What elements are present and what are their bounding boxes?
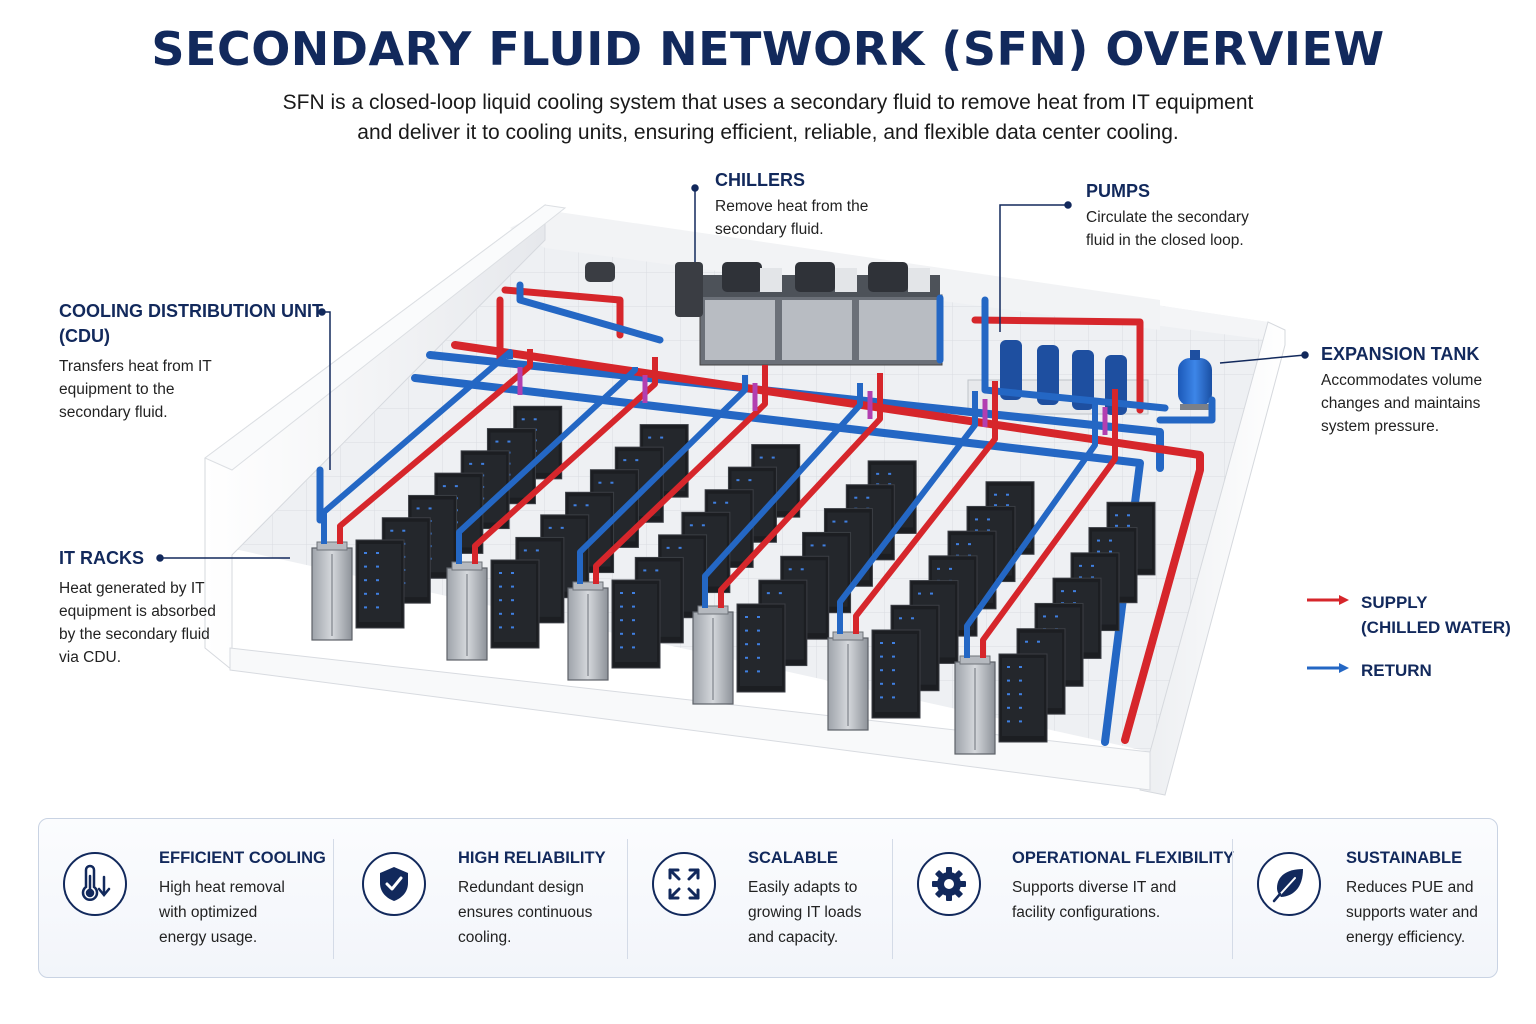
- feature-high-reliability: HIGH RELIABILITY Redundant design ensure…: [362, 819, 632, 979]
- feature-5-line-1: Reduces PUE and: [1346, 879, 1474, 896]
- callout-cdu-line-1: Transfers heat from IT: [59, 358, 212, 375]
- callout-expansion-line-2: changes and maintains: [1321, 395, 1481, 412]
- callout-chillers-desc: Remove heat from the secondary fluid.: [715, 195, 868, 241]
- feature-2-line-3: cooling.: [458, 929, 512, 946]
- feature-1-line-2: with optimized: [159, 904, 258, 921]
- callout-racks-line-1: Heat generated by IT: [59, 580, 205, 597]
- callout-it-racks: IT RACKS Heat generated by IT equipment …: [59, 546, 216, 669]
- rack-row: [311, 349, 563, 641]
- callout-racks-line-3: by the secondary fluid: [59, 626, 210, 643]
- feature-1-title: EFFICIENT COOLING: [159, 849, 326, 867]
- supply-arrow-icon: [1307, 595, 1349, 605]
- page-title: SECONDARY FLUID NETWORK (SFN) OVERVIEW: [151, 22, 1385, 76]
- callout-expansion-desc: Accommodates volume changes and maintain…: [1321, 369, 1482, 438]
- callout-racks-line-4: via CDU.: [59, 649, 122, 666]
- feature-divider: [333, 839, 334, 959]
- feature-operational-flexibility: OPERATIONAL FLEXIBILITY Supports diverse…: [917, 819, 1237, 979]
- pipe-network: [316, 281, 1216, 746]
- callout-racks-line-2: equipment is absorbed: [59, 603, 216, 620]
- thermometer-icon: [63, 852, 127, 916]
- legend-supply-line-1: SUPPLY: [1361, 593, 1428, 612]
- callout-cdu: COOLING DISTRIBUTION UNIT (CDU) Transfer…: [59, 299, 323, 424]
- callout-chillers-line-2: secondary fluid.: [715, 221, 824, 238]
- feature-3-line-3: and capacity.: [748, 929, 839, 946]
- callout-expansion-line-1: Accommodates volume: [1321, 372, 1483, 389]
- callout-chillers-line-1: Remove heat from the: [715, 198, 869, 215]
- feature-2-desc: Redundant design ensures continuous cool…: [458, 875, 592, 950]
- leaf-icon: [1257, 852, 1321, 916]
- feature-4-line-1: Supports diverse IT and: [1012, 879, 1177, 896]
- callout-chillers: CHILLERS Remove heat from the secondary …: [715, 168, 868, 241]
- feature-4-title: OPERATIONAL FLEXIBILITY: [1012, 849, 1235, 867]
- it-rack-rows: [311, 349, 1156, 755]
- callout-pumps-title: PUMPS: [1086, 181, 1151, 201]
- feature-1-line-1: High heat removal: [159, 879, 285, 896]
- callout-expansion-line-3: system pressure.: [1321, 418, 1440, 435]
- expand-arrows-icon: [652, 852, 716, 916]
- callout-chillers-title: CHILLERS: [715, 170, 805, 190]
- callout-cdu-title-2: (CDU): [59, 326, 110, 346]
- callout-cdu-desc: Transfers heat from IT equipment to the …: [59, 355, 323, 424]
- feature-1-line-3: energy usage.: [159, 929, 258, 946]
- callout-racks-desc: Heat generated by IT equipment is absorb…: [59, 577, 216, 669]
- feature-divider: [1232, 839, 1233, 959]
- callout-racks-title: IT RACKS: [59, 548, 144, 568]
- feature-1-desc: High heat removal with optimized energy …: [159, 875, 285, 950]
- feature-efficient-cooling: EFFICIENT COOLING High heat removal with…: [63, 819, 333, 979]
- feature-5-title: SUSTAINABLE: [1346, 849, 1463, 867]
- expansion-tank-graphic: [1178, 350, 1212, 410]
- feature-3-line-2: growing IT loads: [748, 904, 862, 921]
- feature-3-line-1: Easily adapts to: [748, 879, 858, 896]
- rack-row: [954, 389, 1156, 755]
- callout-pumps: PUMPS Circulate the secondary fluid in t…: [1086, 179, 1249, 252]
- feature-5-desc: Reduces PUE and supports water and energ…: [1346, 875, 1478, 950]
- feature-2-line-1: Redundant design: [458, 879, 584, 896]
- callout-leaders: [156, 184, 1309, 562]
- callout-cdu-line-3: secondary fluid.: [59, 404, 168, 421]
- feature-scalable: SCALABLE Easily adapts to growing IT loa…: [652, 819, 922, 979]
- feature-divider: [892, 839, 893, 959]
- feature-3-title: SCALABLE: [748, 849, 838, 867]
- feature-3-desc: Easily adapts to growing IT loads and ca…: [748, 875, 861, 950]
- legend-supply-line-2: (CHILLED WATER): [1361, 618, 1511, 637]
- callout-pumps-line-2: fluid in the closed loop.: [1086, 232, 1244, 249]
- callout-cdu-line-2: equipment to the: [59, 381, 175, 398]
- legend-supply-label: SUPPLY (CHILLED WATER): [1361, 590, 1536, 640]
- feature-5-line-3: energy efficiency.: [1346, 929, 1466, 946]
- feature-4-line-2: facility configurations.: [1012, 904, 1161, 921]
- feature-2-title: HIGH RELIABILITY: [458, 849, 606, 867]
- return-arrow-icon: [1307, 663, 1349, 673]
- gear-icon: [917, 852, 981, 916]
- callout-cdu-title-1: COOLING DISTRIBUTION UNIT: [59, 301, 323, 321]
- feature-4-desc: Supports diverse IT and facility configu…: [1012, 875, 1176, 925]
- feature-5-line-2: supports water and: [1346, 904, 1478, 921]
- subtitle-line-1: SFN is a closed-loop liquid cooling syst…: [282, 91, 1254, 114]
- shield-check-icon: [362, 852, 426, 916]
- page-subtitle: SFN is a closed-loop liquid cooling syst…: [0, 88, 1536, 148]
- rack-row: [446, 357, 689, 661]
- callout-expansion-title: EXPANSION TANK: [1321, 344, 1480, 364]
- callout-cdu-title: COOLING DISTRIBUTION UNIT (CDU): [59, 299, 323, 349]
- rack-row: [692, 373, 917, 705]
- features-panel: EFFICIENT COOLING High heat removal with…: [38, 818, 1498, 978]
- subtitle-line-2: and deliver it to cooling units, ensurin…: [357, 121, 1179, 144]
- feature-sustainable: SUSTAINABLE Reduces PUE and supports wat…: [1257, 819, 1497, 979]
- callout-pumps-desc: Circulate the secondary fluid in the clo…: [1086, 206, 1249, 252]
- callout-expansion-tank: EXPANSION TANK Accommodates volume chang…: [1321, 342, 1482, 438]
- callout-pumps-line-1: Circulate the secondary: [1086, 209, 1249, 226]
- feature-2-line-2: ensures continuous: [458, 904, 593, 921]
- legend-return-label: RETURN: [1361, 661, 1432, 680]
- chillers-group: [585, 262, 943, 366]
- feature-divider: [627, 839, 628, 959]
- rack-row: [827, 381, 1035, 731]
